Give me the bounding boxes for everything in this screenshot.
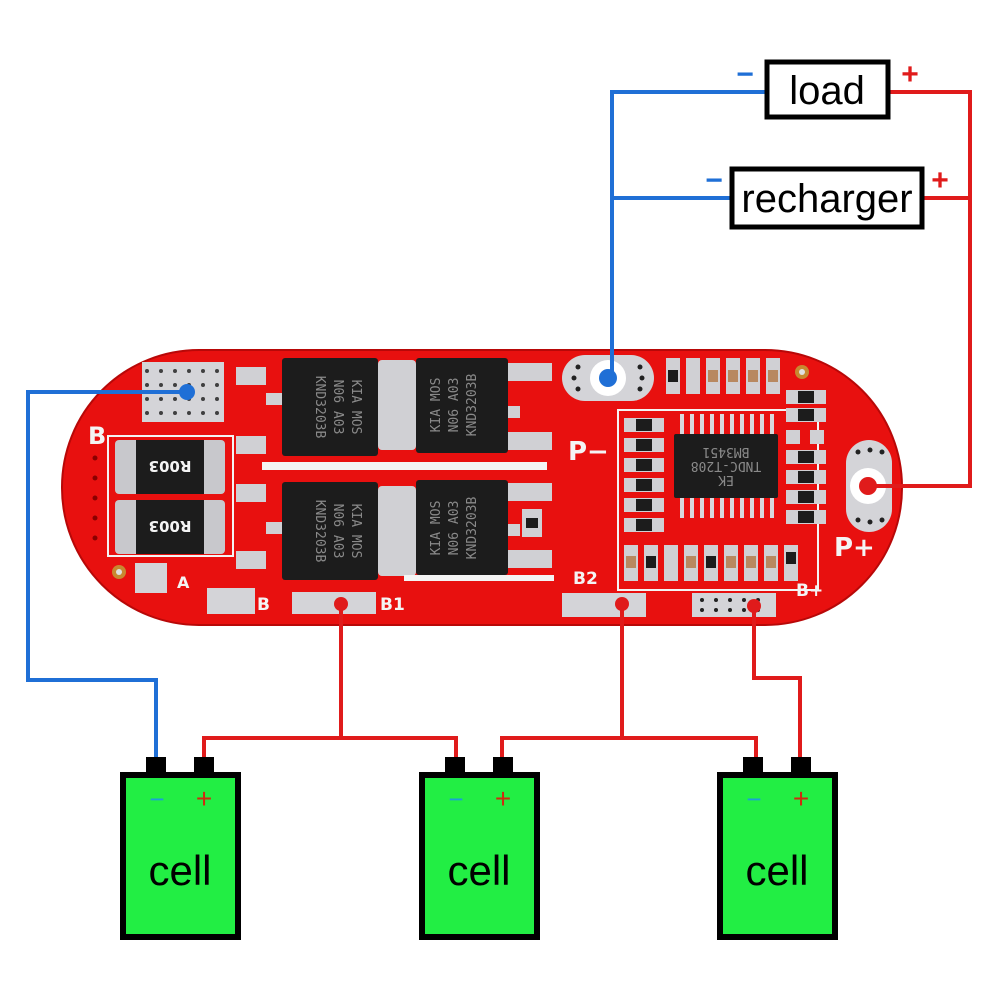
silk-divider (262, 462, 547, 470)
cell-positive-terminal (194, 757, 214, 775)
mosfet-marking: N06 A03 (330, 380, 345, 435)
bms-ic: EK TNDC-T208 BM3451 (674, 434, 778, 498)
cell-positive-sign: + (495, 783, 511, 814)
cell-label: cell (745, 847, 808, 894)
mosfet-marking: KIA MOS (429, 501, 444, 556)
mosfet-marking: KND3203B (465, 497, 480, 560)
cell-1: − + cell (120, 757, 241, 940)
p-minus-connection-dot (599, 369, 617, 387)
shunt-outline (107, 435, 234, 557)
shunt-resistor: R003 (115, 440, 225, 494)
load-positive-sign: + (901, 58, 919, 91)
cell-3: − + cell (717, 757, 838, 940)
mosfet-leads (236, 360, 552, 576)
recharger-box: recharger − + (705, 164, 949, 230)
smd-column-left (624, 418, 664, 532)
smd-column-right (786, 390, 826, 524)
mosfet-marking: N06 A03 (330, 504, 345, 559)
mosfet-marking: KND3203B (465, 374, 480, 437)
b-minus-wire (26, 390, 187, 760)
silk-label-b-left: B (88, 422, 106, 450)
silk-label-b1: B1 (380, 595, 405, 615)
shunt-marking: R003 (149, 517, 192, 535)
ic-marking: TNDC-T208 (691, 458, 761, 473)
mosfet-marking: N06 A03 (447, 501, 462, 556)
cell-positive-terminal (791, 757, 811, 775)
b1-connection-dot (334, 597, 348, 611)
cell-negative-sign: − (746, 784, 761, 814)
ic-marking: EK (718, 472, 734, 487)
cell-negative-sign: − (149, 784, 164, 814)
silk-label-b: B (257, 595, 270, 615)
p-plus-pad-vias (855, 447, 885, 525)
cell-2: − + cell (419, 757, 540, 940)
cell-body (717, 772, 838, 940)
load-label: load (789, 69, 865, 113)
cell-label: cell (148, 847, 211, 894)
smd-row-top (666, 358, 780, 394)
cell-positive-sign: + (793, 783, 809, 814)
bms-board: R003 R003 B A B B1 (61, 349, 903, 626)
ic-marking: BM3451 (703, 444, 750, 459)
mosfet: KIA MOS N06 A03 KND3203B (416, 480, 508, 575)
shunt-resistor: R003 (115, 500, 225, 554)
mosfet-marking: KIA MOS (348, 380, 363, 435)
shunt-marking: R003 (149, 457, 192, 475)
pad-b (207, 588, 255, 614)
recharger-positive-sign: + (931, 164, 949, 197)
cell-negative-sign: − (448, 784, 463, 814)
cell-negative-terminal (743, 757, 763, 775)
p-minus-pad-vias (571, 364, 645, 392)
mosfet-marking: KND3203B (312, 500, 327, 563)
cell-body (120, 772, 241, 940)
mosfet-marking: KIA MOS (429, 378, 444, 433)
cell1-cell2-series-wire (202, 736, 458, 760)
mosfet-marking: KND3203B (312, 376, 327, 439)
cell-positive-terminal (493, 757, 513, 775)
mosfet-marking: N06 A03 (447, 378, 462, 433)
ic-pins (680, 414, 774, 518)
mosfet-marking: KIA MOS (348, 504, 363, 559)
mosfet: KIA MOS N06 A03 KND3203B (282, 482, 378, 580)
pad-b2 (562, 593, 646, 617)
smd-resistor-body (526, 518, 538, 528)
cell-label: cell (447, 847, 510, 894)
load-negative-wire (610, 90, 767, 378)
silk-label-b2: B2 (573, 569, 598, 589)
mounting-hole-center (116, 569, 122, 575)
cell2-cell3-series-wire (500, 736, 758, 760)
cell-body (419, 772, 540, 940)
silk-label-p-plus: P+ (834, 533, 875, 563)
b-plus-wire (752, 606, 802, 760)
edge-vias (92, 455, 98, 541)
silk-divider (404, 575, 554, 581)
recharger-negative-sign: − (705, 164, 723, 197)
mosfet: KIA MOS N06 A03 KND3203B (282, 358, 378, 456)
silk-label-b-plus: B+ (796, 581, 823, 601)
cell-negative-terminal (146, 757, 166, 775)
silk-label-a: A (177, 573, 190, 592)
cell-positive-sign: + (196, 783, 212, 814)
p-plus-connection-dot (859, 477, 877, 495)
load-box: load − + (736, 58, 919, 120)
p-plus-wire (868, 90, 972, 488)
load-negative-sign: − (736, 58, 754, 91)
pad-a (135, 563, 167, 593)
recharger-label: recharger (741, 177, 912, 221)
b2-connection-dot (615, 597, 629, 611)
silk-label-p-minus: P− (568, 437, 609, 467)
b-plus-connection-dot (747, 599, 761, 613)
mosfet: KIA MOS N06 A03 KND3203B (416, 358, 508, 453)
cell-negative-terminal (445, 757, 465, 775)
pad-b1 (292, 592, 376, 614)
pad-b-plus (692, 593, 776, 617)
mounting-hole-center (799, 369, 805, 375)
b-minus-connection-dot (179, 384, 195, 400)
smd-row-bottom (624, 545, 798, 581)
